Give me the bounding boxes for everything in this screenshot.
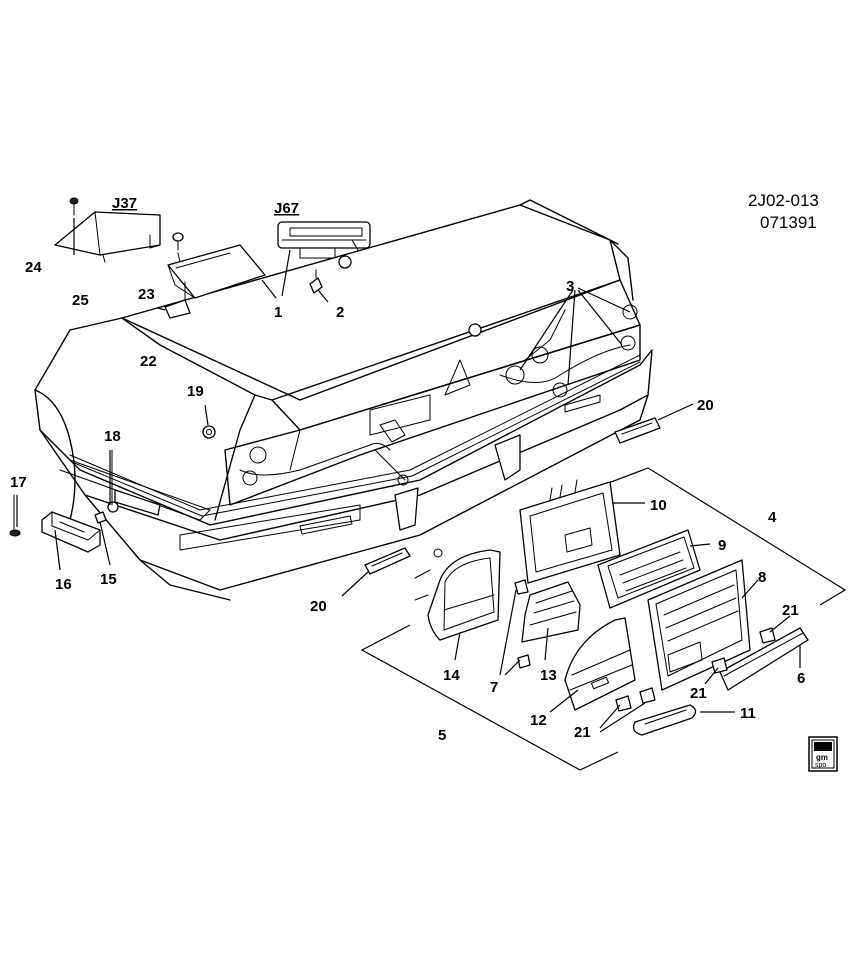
callout-13: 13 — [540, 667, 557, 684]
callout-19: 19 — [187, 383, 204, 400]
callout-12: 12 — [530, 712, 547, 729]
callout-3: 3 — [566, 278, 574, 295]
bulb-socket-21-b — [711, 657, 728, 674]
j37-lamp-housing — [167, 244, 266, 299]
logo-line-1: gm — [816, 753, 828, 762]
variant-label-j37: J37 — [112, 195, 137, 212]
callout-14: 14 — [443, 667, 460, 684]
callout-numbers: 1 2 3 4 5 6 7 8 9 10 11 12 13 14 15 16 1… — [10, 259, 805, 744]
lamp-housing-13 — [521, 581, 581, 643]
callout-24: 24 — [25, 259, 42, 276]
callout-4: 4 — [768, 509, 777, 526]
callout-21-a: 21 — [782, 602, 799, 619]
logo-line-2: spo — [815, 762, 826, 769]
callout-25: 25 — [72, 292, 89, 309]
drawing-date-code: 071391 — [760, 213, 817, 232]
bulb-socket-21-c — [615, 687, 656, 712]
socket-15 — [94, 511, 107, 524]
callout-1: 1 — [274, 304, 282, 321]
leader-lines — [16, 218, 801, 733]
callout-5: 5 — [438, 727, 446, 744]
callout-17: 17 — [10, 474, 27, 491]
side-marker-lamp-rear-right — [614, 417, 661, 444]
gm-spo-logo: gm spo — [808, 736, 838, 772]
group-5-bracket — [360, 624, 619, 771]
nut-2 — [309, 269, 323, 294]
bulb-socket-7-upper — [514, 579, 529, 595]
screw-24 — [69, 197, 79, 216]
callout-9: 9 — [718, 537, 726, 554]
j37-lamp-cover — [54, 211, 161, 263]
tail-lamp-14 — [414, 548, 501, 641]
callout-18: 18 — [104, 428, 121, 445]
callout-21-c: 21 — [574, 724, 591, 741]
screw-17 — [9, 494, 21, 537]
nut-23 — [172, 232, 184, 263]
license-lamp-16 — [41, 511, 101, 553]
filler-panel-6 — [719, 627, 809, 691]
drawing-code: 2J02-013 — [748, 191, 819, 210]
callout-11: 11 — [740, 705, 756, 722]
callout-2: 2 — [336, 304, 344, 321]
side-marker-lamp-rear-left — [364, 547, 411, 575]
callout-16: 16 — [55, 576, 72, 593]
bracket-22 — [164, 281, 191, 319]
variant-label-j67: J67 — [274, 200, 299, 217]
tail-lamp-lens-12 — [564, 617, 636, 711]
car-rear-body — [34, 199, 653, 601]
callout-8: 8 — [758, 569, 766, 586]
lamp-housing-10 — [519, 479, 621, 584]
callout-21-b: 21 — [690, 685, 707, 702]
bulb-socket-7-lower — [517, 654, 531, 669]
callout-10: 10 — [650, 497, 667, 514]
group-4-bracket — [589, 467, 847, 606]
callout-20-right: 20 — [697, 397, 714, 414]
lamp-lens-9 — [597, 529, 701, 609]
j67-lamp-assembly — [277, 221, 371, 269]
callout-22: 22 — [140, 353, 157, 370]
nut-19 — [202, 425, 216, 439]
callout-15: 15 — [100, 571, 117, 588]
callout-20-left: 20 — [310, 598, 327, 615]
callout-7: 7 — [490, 679, 498, 696]
callout-6: 6 — [797, 670, 805, 687]
marker-lamp-11 — [632, 704, 697, 736]
callout-23: 23 — [138, 286, 155, 303]
tail-lamp-lens-8 — [647, 559, 751, 691]
